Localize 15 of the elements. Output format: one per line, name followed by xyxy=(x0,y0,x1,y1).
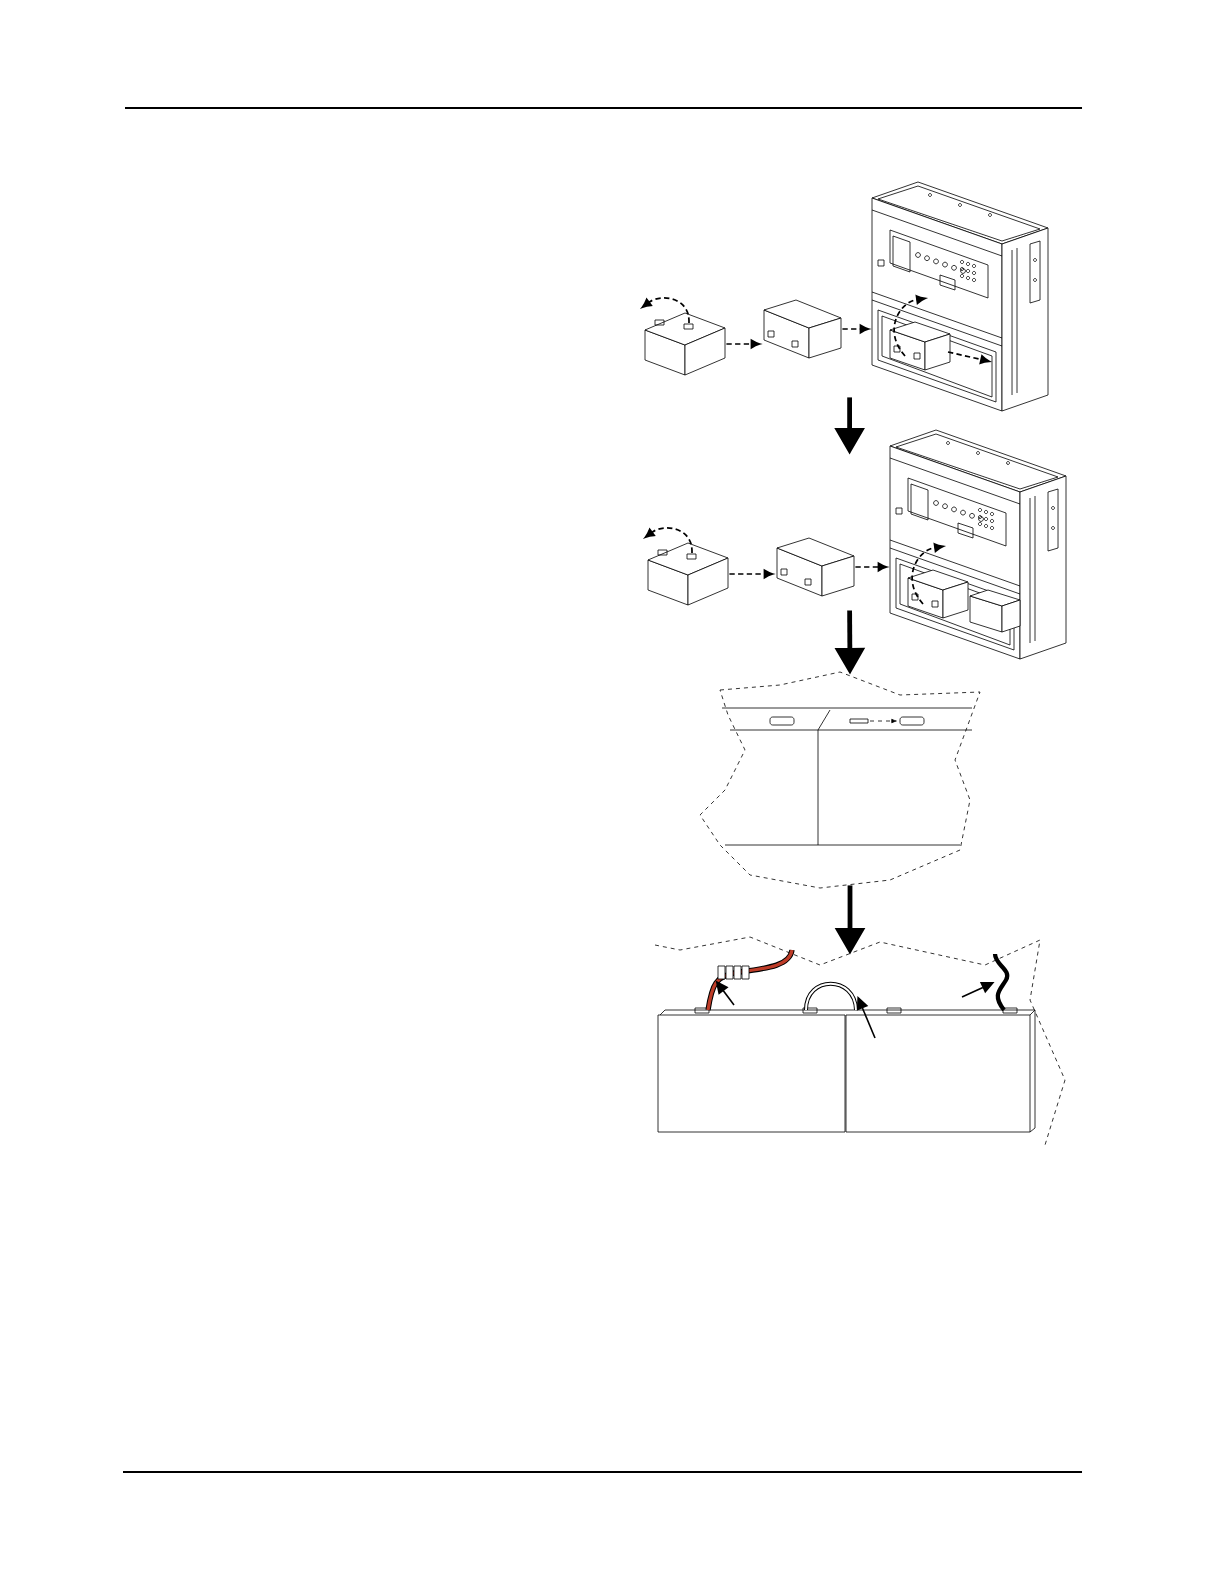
arrow xyxy=(841,324,870,334)
battery-drawing xyxy=(641,297,726,376)
battery-drawing xyxy=(776,537,855,597)
arrow xyxy=(854,562,888,572)
battery-drawing xyxy=(763,299,842,359)
detail-drawing xyxy=(699,671,981,889)
battery-drawing xyxy=(644,527,729,606)
cable xyxy=(992,953,1010,1012)
connector-drawing xyxy=(717,965,750,980)
arrow xyxy=(725,339,761,349)
arrow xyxy=(728,569,774,579)
jumper-cable xyxy=(804,981,858,1011)
wiring-drawing xyxy=(654,936,1066,1146)
cabinet-drawing xyxy=(871,181,1049,412)
cabinet-drawing xyxy=(889,429,1067,660)
